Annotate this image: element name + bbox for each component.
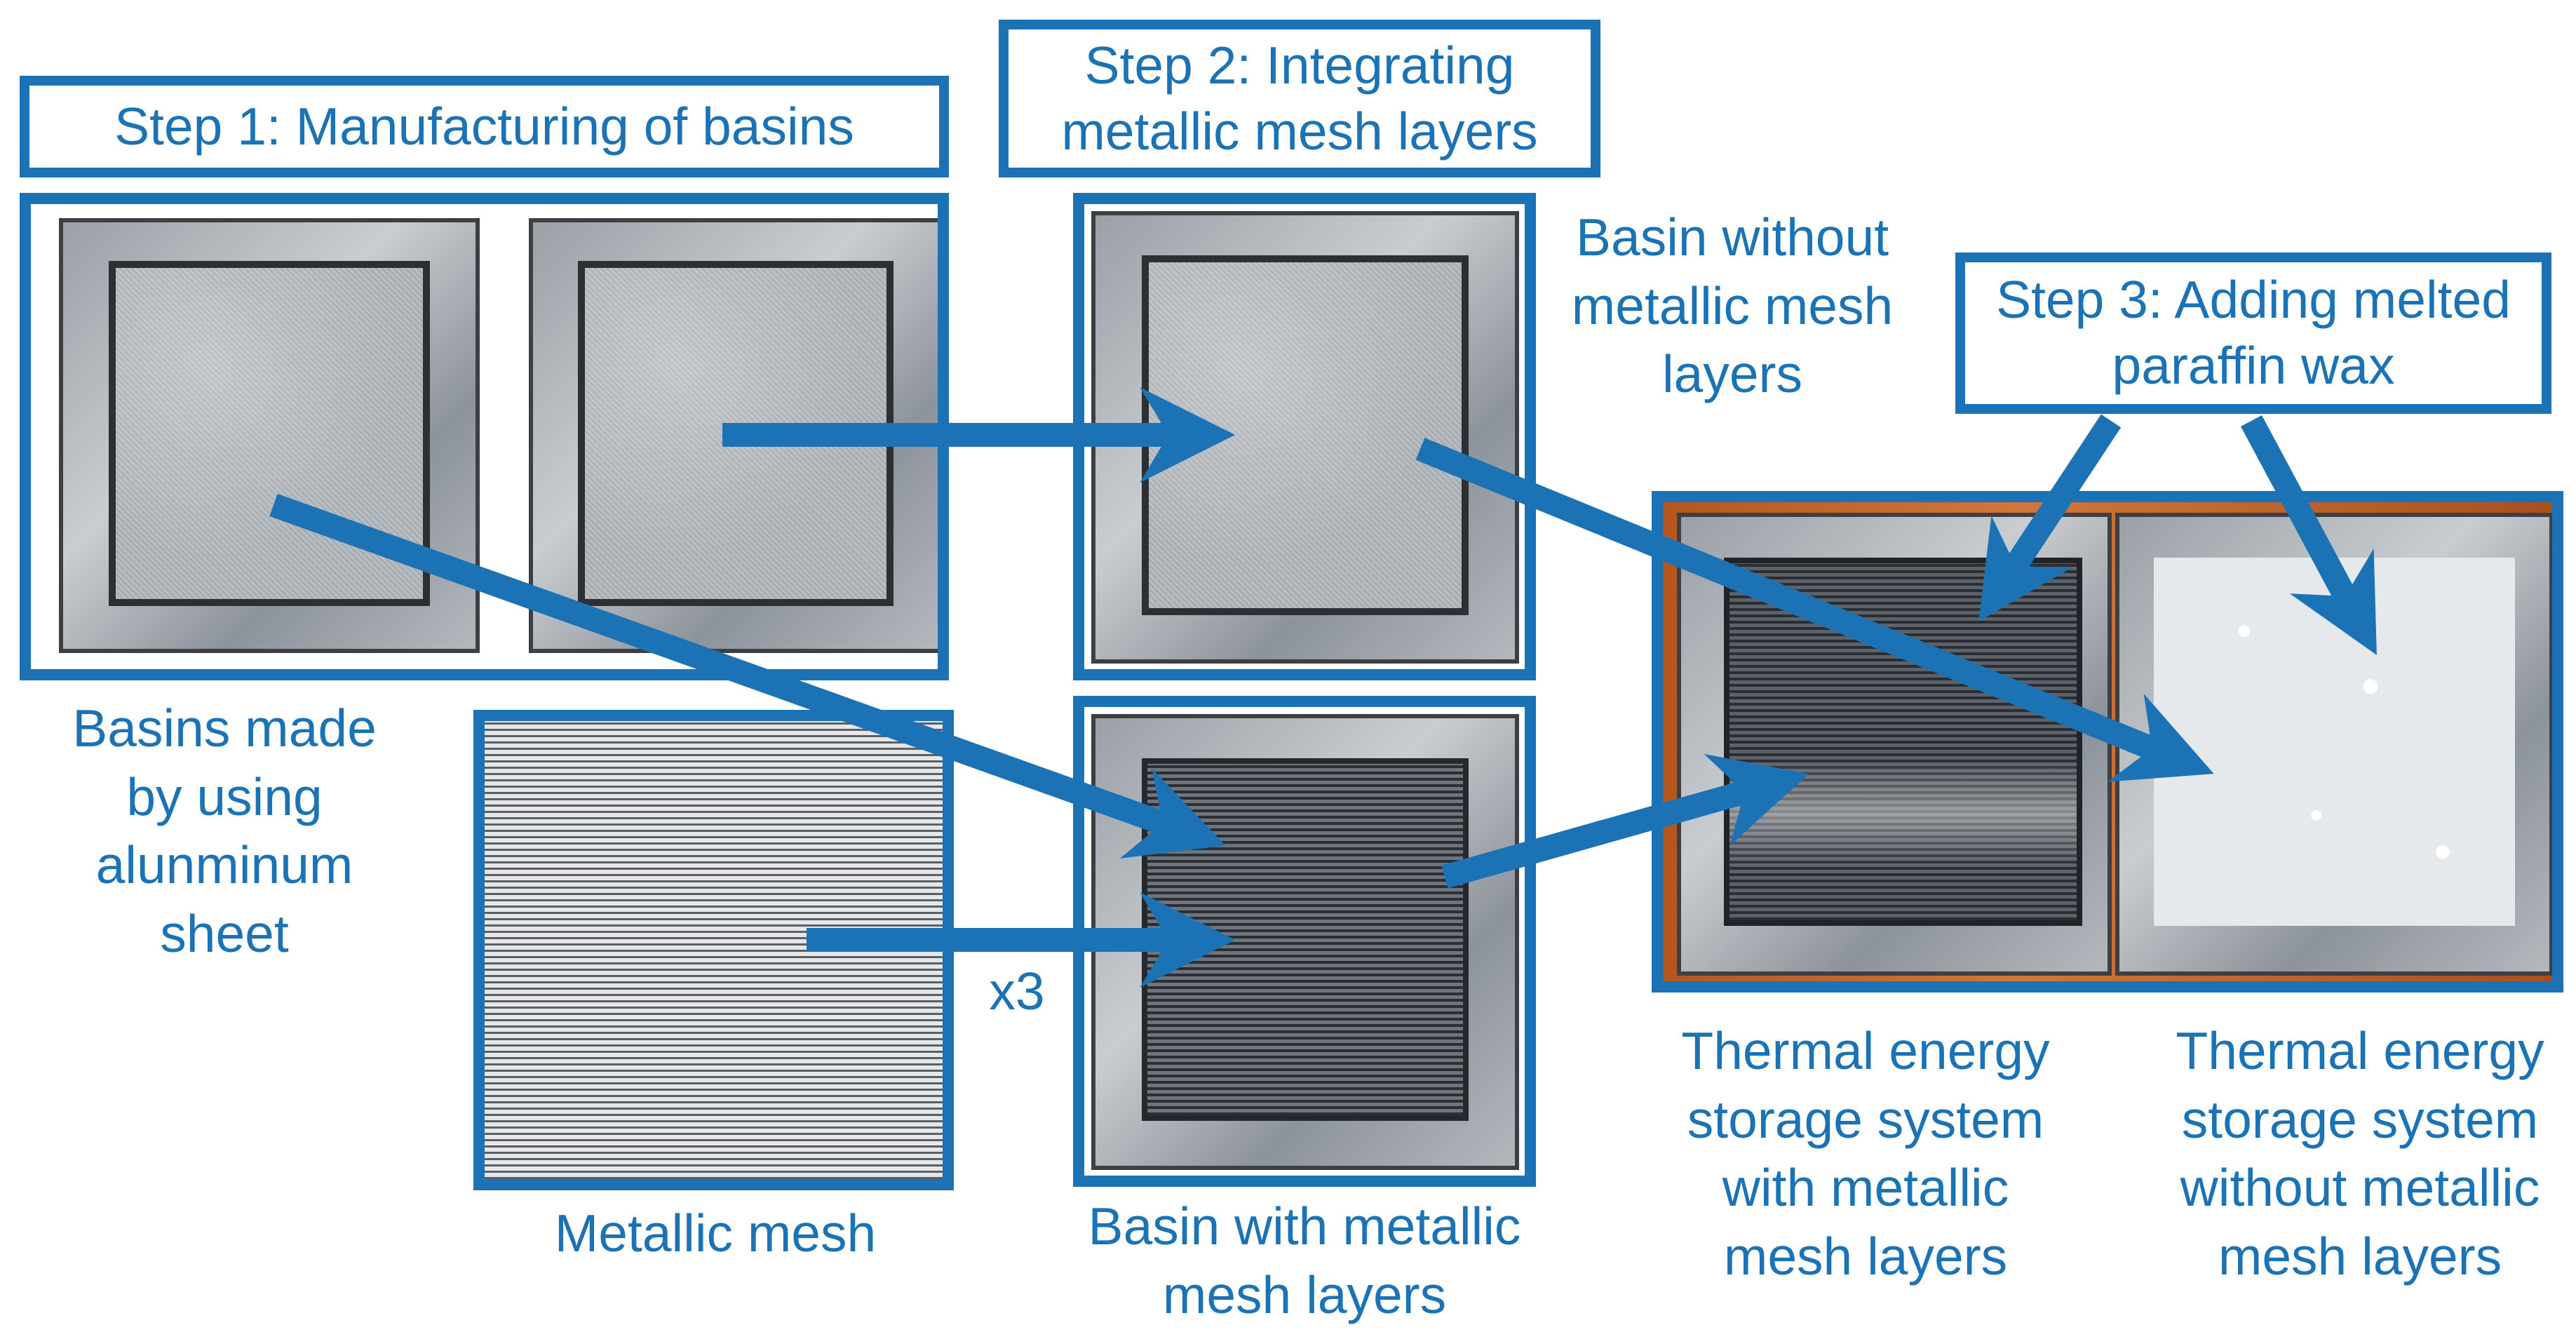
arrow-basin-to-mesh-basin [269,493,1226,859]
tes-with-mesh-floor [1723,558,2082,927]
step1-label: Step 1: Manufacturing of basins [20,76,949,177]
arrow-wax-right [2241,415,2377,655]
caption-tes-with-mesh: Thermal energy storage system with metal… [1681,1021,2050,1286]
basin-without-mesh-frame [1073,193,1536,680]
caption-metallic-mesh: Metallic mesh [554,1204,877,1263]
basin-photo-left [59,218,480,653]
step2-text: Step 2: Integrating metallic mesh layers [1061,35,1538,161]
tes-without-mesh-wax [2154,558,2515,927]
step2-label: Step 2: Integrating metallic mesh layers [999,20,1600,177]
step1-text: Step 1: Manufacturing of basins [114,96,854,156]
caption-multiplier: x3 [989,962,1045,1021]
caption-basins-made: Basins made by using alunminum sheet [72,699,377,963]
arrow-wax-left [1978,414,2122,622]
step3-label: Step 3: Adding melted paraffin wax [1955,253,2551,414]
caption-basin-with-mesh: Basin with metallic mesh layers [1088,1197,1521,1324]
basin-floor-left [108,260,431,607]
arrow-nomesh-to-tes [1415,438,2214,782]
arrow-mesh-to-tes [1441,753,1809,889]
caption-tes-without-mesh: Thermal energy storage system without me… [2176,1021,2544,1286]
step3-text: Step 3: Adding melted paraffin wax [1996,270,2511,395]
caption-basin-without-mesh: Basin without metallic mesh layers [1571,208,1894,403]
